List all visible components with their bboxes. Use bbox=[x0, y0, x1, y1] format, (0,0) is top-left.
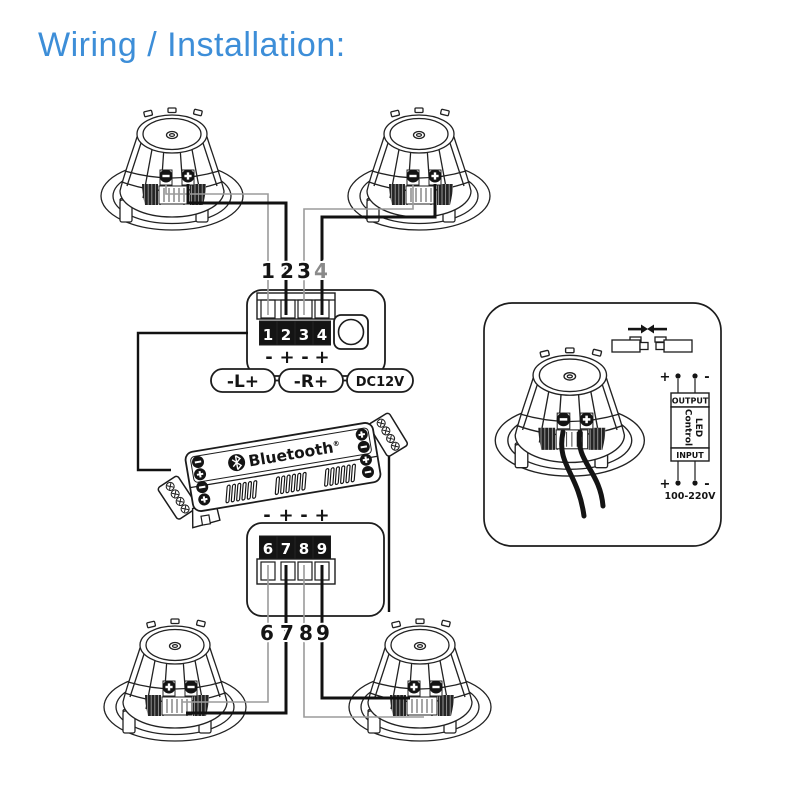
led-label-line2: Control bbox=[683, 409, 693, 446]
bluetooth-amplifier: Bluetooth® bbox=[157, 412, 409, 529]
bluetooth-logo-icon bbox=[228, 454, 246, 472]
speaker-bottom-right bbox=[348, 618, 492, 742]
right-channel-label: -R+ bbox=[294, 372, 328, 392]
polarity-mark: - bbox=[300, 505, 307, 526]
led-control-box: + - + - OUTPUT LEDControl INPUT 100-220V bbox=[660, 370, 717, 502]
output-label: OUTPUT bbox=[672, 397, 709, 406]
wire-3-negative bbox=[303, 184, 414, 315]
wire-label: 4 bbox=[314, 259, 328, 283]
wire-number-labels: 1 2 3 4 6 7 8 9 bbox=[258, 257, 332, 647]
polarity-mark: - bbox=[704, 370, 709, 385]
polarity-mark: - bbox=[263, 505, 270, 526]
polarity-mark: - bbox=[301, 347, 308, 368]
speaker-wires bbox=[136, 184, 437, 718]
wire-4-positive bbox=[320, 184, 437, 315]
terminal-number: 9 bbox=[317, 540, 327, 558]
terminal-number: 2 bbox=[281, 326, 291, 344]
wire-6-negative bbox=[182, 565, 269, 703]
led-label-line1: LED bbox=[693, 418, 703, 437]
polarity-mark: + bbox=[278, 505, 293, 526]
wire-label: 9 bbox=[316, 621, 330, 645]
wire-2-positive bbox=[186, 184, 288, 315]
amp-left-plug bbox=[157, 475, 198, 520]
wire-label: 1 bbox=[261, 259, 275, 283]
polarity-mark: - bbox=[265, 347, 272, 368]
inset-speaker-wires bbox=[559, 429, 606, 519]
label-pill-right-channel bbox=[278, 368, 344, 393]
polarity-mark: + bbox=[279, 347, 294, 368]
speaker-bottom-left bbox=[103, 618, 247, 742]
inline-connector-icon bbox=[611, 324, 693, 353]
bottom-polarity-row: - + - + bbox=[263, 505, 329, 526]
top-polarity-row: - + - + bbox=[265, 347, 329, 368]
terminal-block-bottom bbox=[246, 522, 385, 617]
wire-label: 3 bbox=[297, 259, 311, 283]
terminal-number: 1 bbox=[263, 326, 273, 344]
terminal-number: 3 bbox=[299, 326, 309, 344]
dc12v-label: DC12V bbox=[356, 375, 404, 390]
wire-1-negative bbox=[165, 184, 269, 315]
terminal-number: 8 bbox=[299, 540, 309, 558]
speaker-top-right bbox=[347, 107, 491, 231]
wire-label: 6 bbox=[260, 621, 274, 645]
wire-9-positive bbox=[320, 565, 410, 700]
left-channel-label: -L+ bbox=[227, 372, 259, 392]
terminal-number: 7 bbox=[281, 540, 291, 558]
channel-label-pills bbox=[210, 368, 414, 393]
speaker-top-left bbox=[100, 107, 244, 231]
wire-label: 2 bbox=[280, 259, 294, 283]
page-title: Wiring / Installation: bbox=[38, 26, 346, 64]
label-pill-left-channel bbox=[210, 368, 276, 393]
amp-right-plug bbox=[368, 412, 409, 457]
led-control-label: LEDControl bbox=[683, 409, 704, 446]
wire-label: 7 bbox=[280, 621, 294, 645]
voltage-label: 100-220V bbox=[665, 491, 717, 502]
input-label: INPUT bbox=[676, 451, 704, 460]
polarity-mark: - bbox=[704, 477, 709, 492]
terminal-number: 6 bbox=[263, 540, 273, 558]
label-pill-dc12v bbox=[346, 368, 414, 393]
polarity-mark: + bbox=[660, 477, 671, 492]
wire-8-negative bbox=[303, 565, 424, 718]
wire-label: 8 bbox=[299, 621, 313, 645]
registered-mark: ® bbox=[332, 439, 340, 448]
polarity-mark: + bbox=[314, 505, 329, 526]
inset-panel: + - + - OUTPUT LEDControl INPUT 100-220V bbox=[483, 302, 722, 547]
terminal-number: 4 bbox=[317, 326, 327, 344]
top-terminal-numbers: 1 2 3 4 bbox=[263, 326, 327, 344]
wire-amp-left bbox=[136, 331, 248, 472]
wire-7-positive bbox=[186, 565, 288, 715]
polarity-mark: + bbox=[660, 370, 671, 385]
bottom-terminal-numbers: 6 7 8 9 bbox=[263, 540, 327, 558]
polarity-mark: + bbox=[314, 347, 329, 368]
